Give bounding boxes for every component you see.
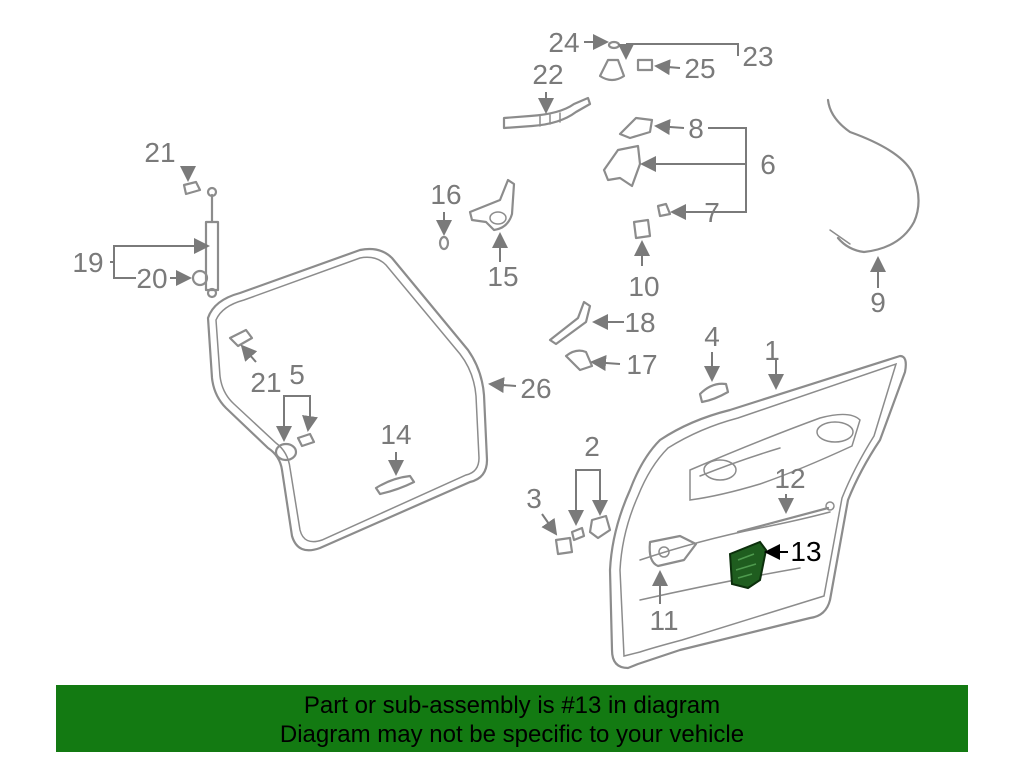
callout-6: 6 (760, 149, 776, 180)
actuator-13-part (728, 540, 768, 590)
bracket-18-part (548, 300, 592, 346)
bumper-14-part (374, 474, 416, 496)
washer-24-part (607, 40, 621, 50)
callout-15: 15 (487, 261, 518, 292)
callout-19: 19 (72, 247, 103, 278)
banner-line-part-number: Part or sub-assembly is #13 in diagram (303, 692, 721, 719)
banner-line-disclaimer: Diagram may not be specific to your vehi… (279, 721, 745, 748)
info-banner: Part or sub-assembly is #13 in diagram D… (56, 685, 968, 752)
cable-9-part (826, 98, 920, 254)
handle-4-part (698, 382, 730, 404)
callout-21-strut: 21 (144, 137, 175, 168)
callout-17: 17 (626, 349, 657, 380)
callout-26: 26 (520, 373, 551, 404)
hinge-2-parts (570, 514, 612, 542)
callout-25: 25 (684, 53, 715, 84)
callout-1: 1 (764, 335, 780, 366)
gas-strut-part (182, 180, 220, 299)
callout-16: 16 (430, 179, 461, 210)
callout-11: 11 (649, 605, 678, 636)
bolt-7-part (656, 202, 672, 218)
weatherstrip-part (206, 247, 489, 552)
callout-2: 2 (584, 431, 600, 462)
pad-3-part (554, 536, 574, 556)
callout-22: 22 (532, 59, 563, 90)
callout-24: 24 (548, 27, 579, 58)
callout-20: 20 (136, 263, 167, 294)
striker-6-part (602, 144, 642, 188)
callout-18: 18 (624, 307, 655, 338)
nozzle-23-part (598, 58, 626, 82)
clip-21b-part (228, 328, 254, 348)
callout-3: 3 (526, 483, 542, 514)
callout-13: 13 (790, 536, 821, 567)
callout-12: 12 (774, 463, 805, 494)
clip-25-part (636, 58, 654, 72)
bracket-17-part (564, 349, 594, 372)
parts-diagram: 1 2 3 4 5 6 7 8 9 10 11 12 13 14 15 16 1… (72, 27, 920, 670)
callout-5: 5 (289, 359, 305, 390)
callout-21-seal: 21 (250, 367, 281, 398)
callout-4: 4 (704, 321, 720, 352)
leader-lines (110, 34, 886, 604)
callout-14: 14 (380, 419, 411, 450)
hose-22-part (502, 96, 592, 130)
bracket-10-part (632, 218, 652, 240)
clip-5-parts (274, 432, 316, 462)
callout-10: 10 (628, 271, 659, 302)
callout-8: 8 (688, 113, 704, 144)
liftgate-part (608, 354, 907, 670)
callout-7: 7 (704, 197, 720, 228)
seal-16-part (438, 235, 450, 251)
latch-11-part (648, 534, 698, 568)
callout-23: 23 (742, 41, 773, 72)
striker-8-part (618, 116, 654, 140)
bracket-15-part (468, 178, 516, 232)
callout-9: 9 (870, 287, 886, 318)
